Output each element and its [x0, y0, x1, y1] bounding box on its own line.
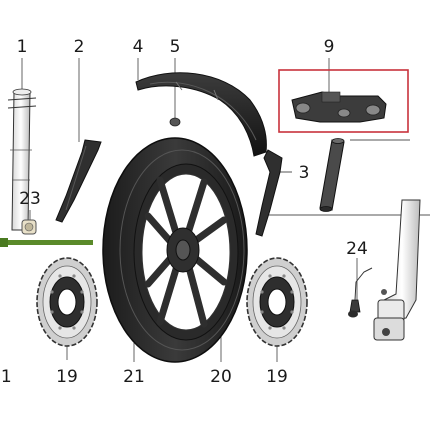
callout-23: 23	[19, 189, 41, 209]
callout-5: 5	[170, 37, 181, 57]
callout-24: 24	[346, 239, 368, 259]
part-1-fork-tube-left	[7, 88, 37, 231]
part-9-highlight-box	[278, 69, 409, 133]
part-3-fork-guard-right	[255, 149, 283, 237]
part-fork-inner-tube	[319, 138, 345, 212]
part-23-spacer	[21, 219, 37, 235]
part-5-bolt	[169, 117, 181, 127]
callout-21: 21	[123, 367, 145, 387]
callout-2: 2	[74, 37, 85, 57]
callout-19-left: 19	[56, 367, 78, 387]
part-9-top-clamp	[291, 91, 387, 123]
part-2-fork-guard-left	[55, 139, 102, 223]
part-19-brake-disc-right	[246, 257, 308, 347]
part-axle	[0, 238, 93, 247]
callout-19-right: 19	[266, 367, 288, 387]
part-20-rim	[133, 163, 239, 341]
callout-1: 1	[17, 37, 28, 57]
part-4-front-fender	[135, 72, 267, 157]
part-24-sensor	[348, 267, 373, 318]
callout-9: 9	[324, 37, 335, 57]
callout-20: 20	[210, 367, 232, 387]
part-fork-leg-right	[373, 199, 421, 341]
callout-3: 3	[299, 163, 310, 183]
part-19-brake-disc-left	[36, 257, 98, 347]
callout-labels: 1 2 4 5 9 3 23 24 21 19 21 20 19	[0, 37, 368, 387]
callout-21-edge: 21	[0, 367, 12, 387]
callout-4: 4	[133, 37, 144, 57]
